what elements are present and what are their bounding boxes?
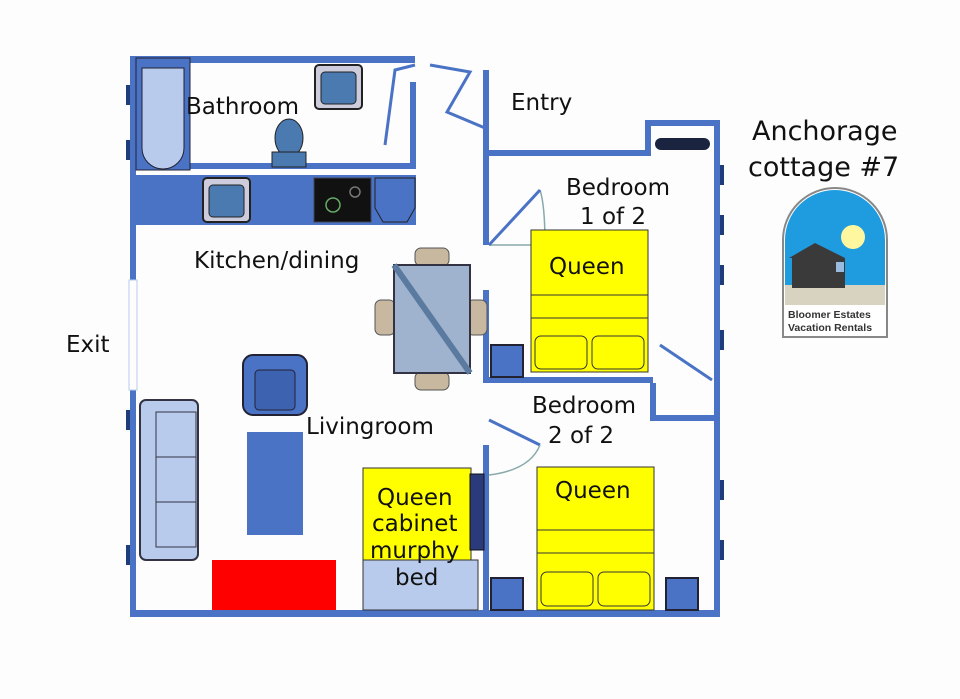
bed1-label: Queen [549, 254, 625, 280]
bed-1 [530, 229, 649, 373]
entry-label: Entry [511, 90, 572, 116]
doors [383, 63, 713, 476]
logo: Bloomer Estates Vacation Rentals [782, 187, 888, 338]
murphy-label-line1: Queen [377, 485, 453, 511]
murphy-label-line2: cabinet [372, 511, 457, 537]
bedroom2-label-line2: 2 of 2 [548, 423, 614, 449]
murphy-bed [362, 467, 485, 611]
bedroom1-label-line2: 1 of 2 [580, 204, 646, 230]
logo-text-line2: Vacation Rentals [788, 322, 872, 334]
kitchen-label: Kitchen/dining [194, 248, 359, 274]
room-labels: Bathroom Entry Kitchen/dining Exit Livin… [66, 90, 899, 591]
cottage-title-line2: cottage #7 [748, 152, 899, 183]
nightstands [490, 344, 699, 611]
bed2-label: Queen [555, 478, 631, 504]
exit-door-opening[interactable] [128, 279, 138, 391]
kitchen-counter [136, 175, 416, 225]
toilet [271, 118, 307, 168]
bedroom1-label-line1: Bedroom [566, 175, 670, 201]
bedroom2-label-line1: Bedroom [532, 393, 636, 419]
rug [212, 560, 336, 610]
murphy-label-line4: bed [395, 565, 438, 591]
windows [126, 85, 724, 565]
logo-text-line1: Bloomer Estates [788, 309, 871, 321]
murphy-label-line3: murphy [370, 538, 459, 564]
exit-label: Exit [66, 332, 110, 358]
sofa [139, 399, 199, 561]
bathroom-label: Bathroom [186, 94, 299, 120]
cottage-title-line1: Anchorage [752, 116, 897, 147]
dining-table [374, 247, 488, 391]
bed-2 [536, 466, 655, 611]
coffee-table [247, 432, 303, 535]
bathroom-sink [314, 64, 363, 110]
closet-shelf [655, 138, 710, 150]
livingroom-label: Livingroom [306, 414, 434, 440]
armchair [242, 354, 308, 416]
bathtub [135, 57, 191, 171]
